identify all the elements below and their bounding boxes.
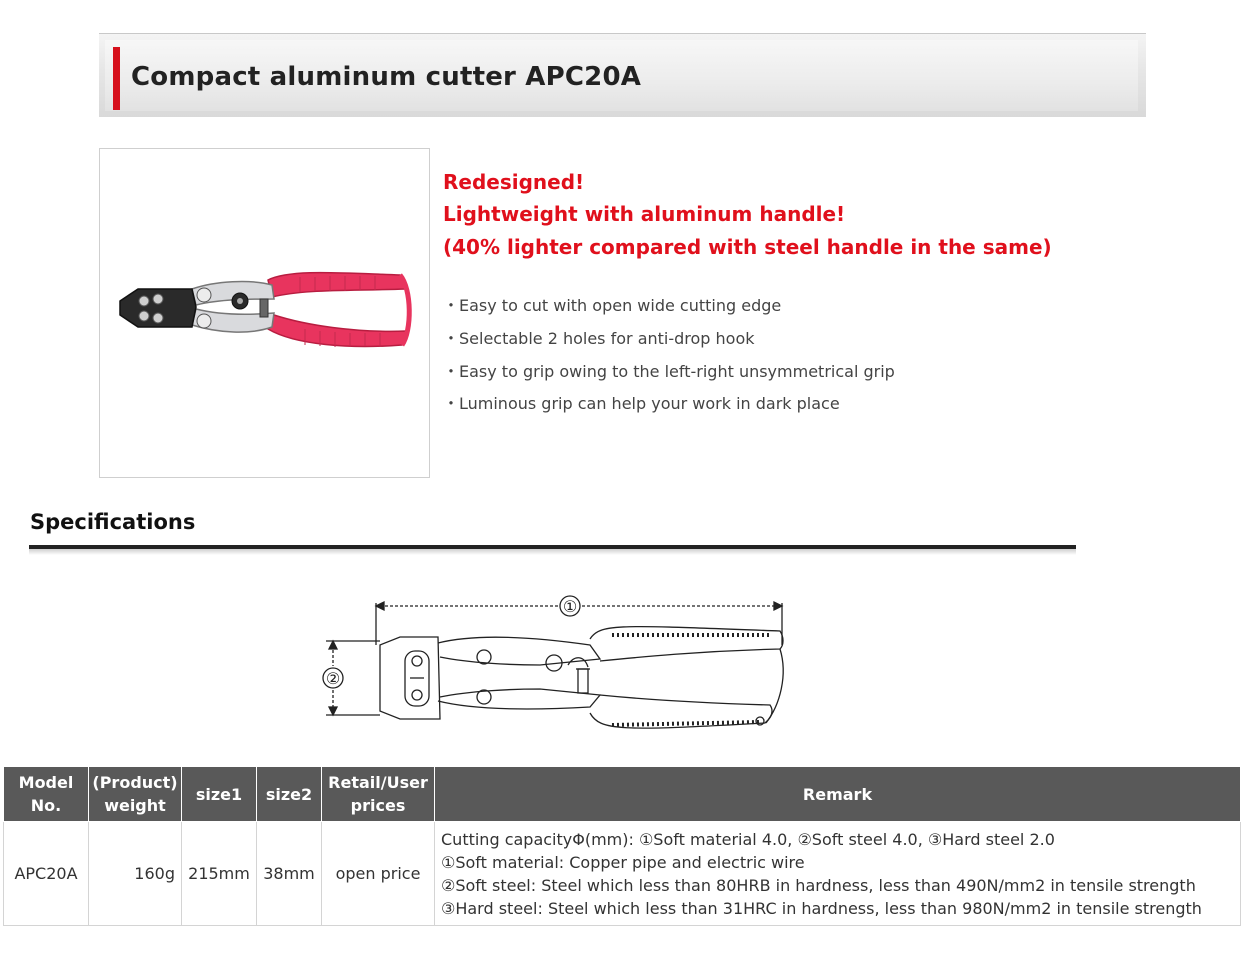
cell-model: APC20A [3, 821, 89, 926]
cell-size1: 215mm [181, 821, 257, 926]
remark-line: ③Hard steel: Steel which less than 31HRC… [441, 898, 1202, 918]
remark-line: ②Soft steel: Steel which less than 80HRB… [441, 875, 1196, 895]
table-row: APC20A 160g 215mm 38mm open price Cuttin… [3, 821, 1241, 926]
title-banner [99, 33, 1146, 117]
feature-item: ・Easy to cut with open wide cutting edge [443, 296, 782, 315]
dimension-diagram: ① ② [322, 595, 784, 729]
headline-redesigned: Redesigned! [443, 170, 585, 194]
header-size1: size1 [181, 766, 257, 822]
cell-remark: Cutting capacityΦ(mm): ①Soft material 4.… [434, 821, 1241, 926]
header-remark: Remark [434, 766, 1241, 822]
dimension-label-2: ② [326, 669, 340, 688]
cell-weight: 160g [88, 821, 182, 926]
feature-item: ・Luminous grip can help your work in dar… [443, 394, 840, 413]
specifications-heading: Specifications [30, 510, 196, 534]
cell-price: open price [321, 821, 435, 926]
header-size2: size2 [256, 766, 322, 822]
cell-size2: 38mm [256, 821, 322, 926]
remark-line: Cutting capacityΦ(mm): ①Soft material 4.… [441, 829, 1055, 849]
cutter-photo-illustration [119, 271, 412, 348]
headline-lighter-comparison: (40% lighter compared with steel handle … [443, 235, 1052, 259]
feature-item: ・Selectable 2 holes for anti-drop hook [443, 329, 755, 348]
feature-item: ・Easy to grip owing to the left-right un… [443, 362, 895, 381]
headline-lightweight: Lightweight with aluminum handle! [443, 202, 846, 226]
section-divider-shadow [29, 549, 1076, 555]
section-divider [29, 545, 1076, 549]
dimension-label-1: ① [563, 597, 577, 616]
header-weight: (Product)weight [88, 766, 182, 822]
page-title: Compact aluminum cutter APC20A [131, 62, 642, 92]
product-photo [99, 148, 430, 478]
title-accent-bar [113, 47, 120, 110]
remark-line: ①Soft material: Copper pipe and electric… [441, 852, 805, 872]
